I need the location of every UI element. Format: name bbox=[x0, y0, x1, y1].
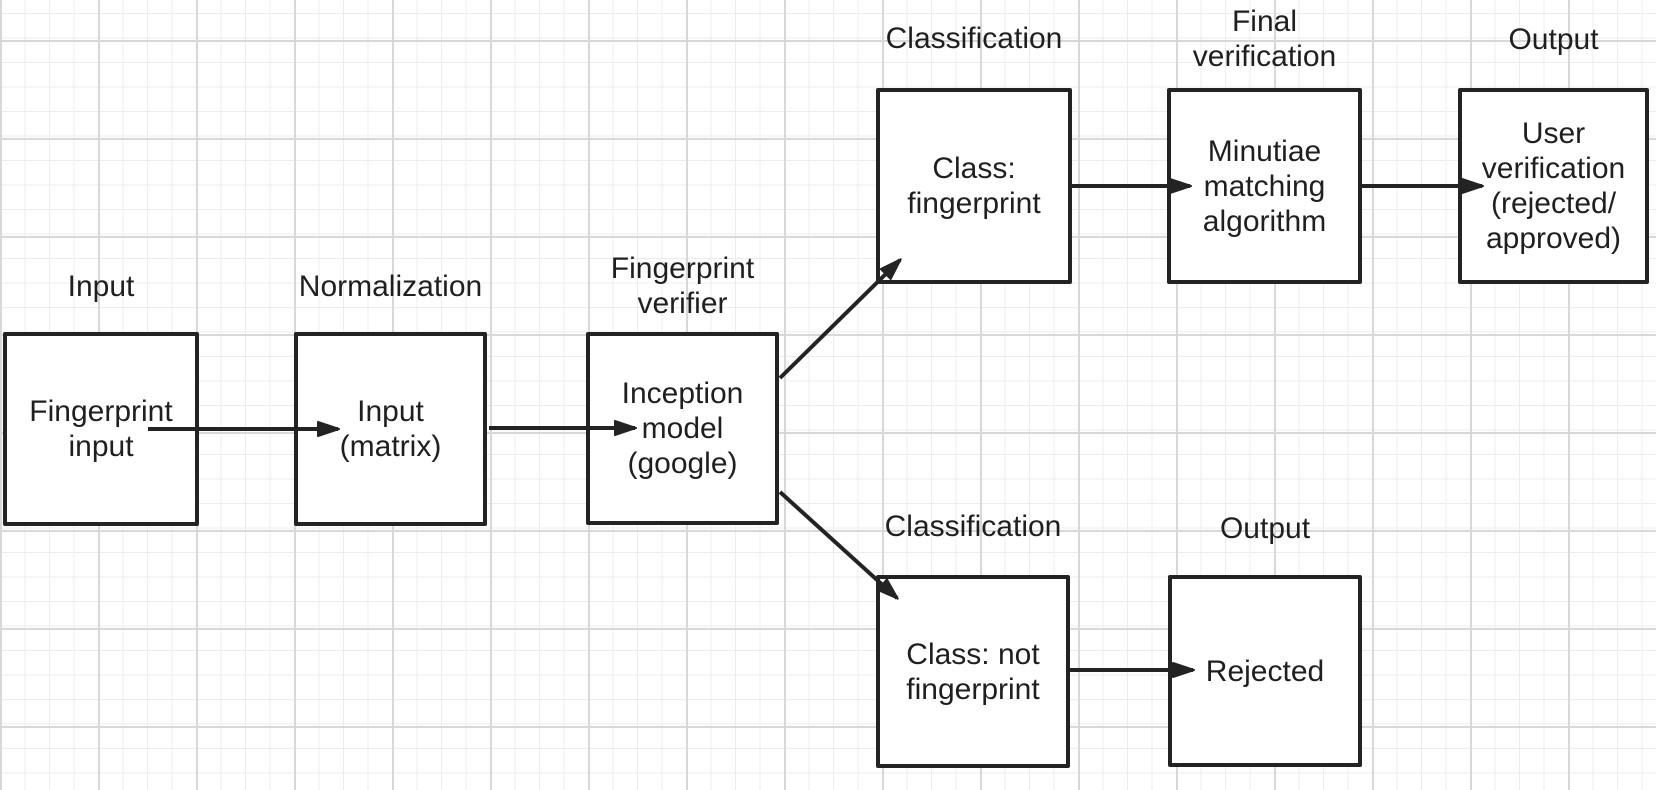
caption-line: Fingerprint bbox=[610, 252, 755, 285]
node-label-line: Minutiae bbox=[1207, 134, 1322, 168]
node-label-line: Fingerprint bbox=[29, 395, 173, 428]
node-label-line: matching bbox=[1203, 169, 1326, 203]
caption-fingerprint-input: Input bbox=[0, 269, 351, 304]
node-label-line: model bbox=[641, 412, 724, 445]
node-input-matrix: Input(matrix) bbox=[294, 332, 487, 526]
caption-class-not-fingerprint: Classification bbox=[723, 509, 1223, 544]
caption-line: Input bbox=[67, 270, 135, 303]
caption-line: verifier bbox=[637, 287, 728, 320]
node-label-line: (matrix) bbox=[339, 430, 442, 463]
node-label-line: Inception bbox=[621, 377, 744, 410]
caption-line: Output bbox=[1508, 23, 1599, 56]
node-label-line: algorithm bbox=[1202, 204, 1327, 238]
node-label-line: input bbox=[68, 430, 134, 463]
node-label-line: fingerprint bbox=[906, 672, 1040, 706]
caption-class-fingerprint: Classification bbox=[724, 21, 1224, 56]
caption-line: Normalization bbox=[298, 270, 483, 303]
caption-user-verification: Output bbox=[1304, 22, 1656, 57]
node-label-line: approved) bbox=[1485, 222, 1622, 255]
node-label-line: (google) bbox=[627, 447, 738, 480]
node-label-line: Class: not bbox=[906, 637, 1040, 671]
node-label-line: User bbox=[1521, 117, 1586, 150]
node-label-line: Rejected bbox=[1205, 654, 1325, 688]
node-label-line: Input bbox=[357, 395, 424, 428]
caption-line: Classification bbox=[885, 22, 1063, 55]
caption-line: Final bbox=[1231, 5, 1298, 38]
caption-input-matrix: Normalization bbox=[141, 269, 641, 304]
caption-line: Output bbox=[1219, 512, 1311, 545]
caption-line: Classification bbox=[884, 510, 1062, 543]
node-rejected: Rejected bbox=[1168, 575, 1362, 767]
node-class-fingerprint: Class:fingerprint bbox=[876, 88, 1072, 284]
node-label-line: Class: bbox=[932, 152, 1016, 185]
node-label-line: (rejected/ bbox=[1490, 187, 1617, 220]
caption-line: verification bbox=[1192, 40, 1337, 73]
node-label-line: fingerprint bbox=[907, 187, 1041, 220]
caption-rejected: Output bbox=[1015, 511, 1515, 546]
node-label-line: verification bbox=[1481, 152, 1626, 185]
